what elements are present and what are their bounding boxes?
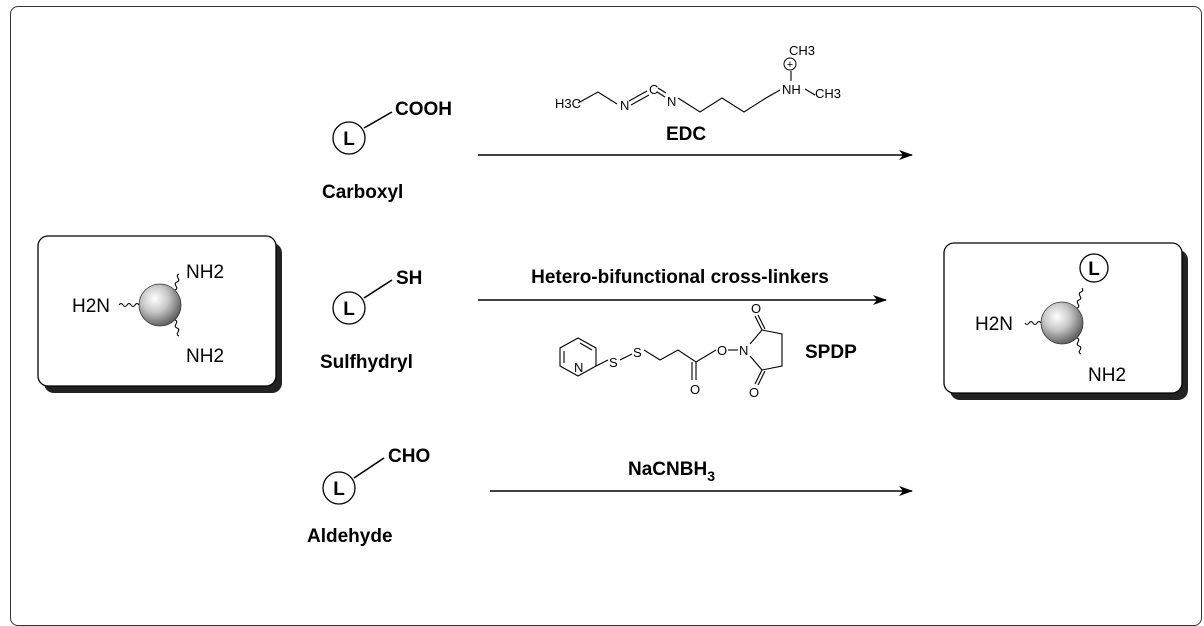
spdp-n-imide: N [739, 343, 748, 358]
edc-double-bond-a1 [628, 90, 648, 102]
edc-nh: NH [782, 82, 801, 97]
spdp-ring-inner-bond-2 [579, 342, 593, 351]
ligand-group: COOH [395, 99, 452, 120]
edc-ch3-right: CH3 [815, 86, 841, 101]
spdp-o-bottom: O [749, 385, 759, 400]
edc-propyl-bonds [677, 89, 781, 113]
spdp-imide-co-bottom-2 [757, 370, 766, 386]
ligand-bond [363, 279, 393, 299]
product-ligand-circle [1079, 253, 1109, 283]
nacnbh3-label: NaCNBH3 [628, 459, 715, 484]
ligand-name: Sulfhydryl [320, 352, 413, 373]
edc-structure: H3C N C N NH + CH3 CH3 EDC [555, 43, 841, 145]
spdp-ring-s-bond [595, 359, 609, 367]
ligand-name: Carboxyl [322, 182, 403, 203]
edc-positive-charge [783, 57, 797, 71]
product-wavy-bond-top [1076, 287, 1084, 309]
nanoparticle-sphere [138, 283, 182, 327]
product-nanoparticle-sphere [1040, 301, 1084, 345]
ligand-group: CHO [388, 446, 430, 467]
substrate-box: NH2 H2N NH2 [37, 235, 282, 393]
edc-label: EDC [666, 124, 706, 145]
wavy-bond-left [118, 302, 140, 308]
edc-n2: N [667, 94, 676, 109]
edc-double-bond-b1 [657, 87, 667, 94]
ligand-letter: L [333, 479, 345, 500]
spdp-structure: N S S O O N O O SPDP [559, 301, 857, 400]
spdp-s1: S [609, 355, 618, 370]
spdp-imide-co-top-2 [757, 314, 766, 330]
spdp-n-ring: N [574, 360, 583, 375]
ligand-circle [332, 121, 366, 155]
product-box: L H2N NH2 [943, 242, 1188, 400]
wavy-bond-top [174, 273, 180, 291]
substrate-bottom-group: NH2 [186, 346, 224, 367]
spdp-o-ester: O [717, 343, 727, 358]
spdp-pyridine-ring [559, 337, 597, 377]
ligand-name: Aldehyde [307, 526, 393, 547]
edc-plus-sign: + [787, 59, 793, 71]
ligand-circle [322, 471, 356, 505]
spdp-chain-bonds [643, 349, 717, 363]
product-ligand-letter: L [1088, 259, 1100, 280]
spdp-o-top: O [751, 301, 761, 316]
substrate-left-group: H2N [72, 296, 110, 317]
edc-ch3-top: CH3 [789, 43, 815, 58]
ligand-bond [363, 111, 393, 129]
product-bottom-group: NH2 [1088, 365, 1126, 386]
edc-double-bond-a2 [630, 94, 650, 106]
edc-methyl-bond-right [804, 88, 816, 96]
ligand-carboxyl: L COOH Carboxyl [322, 99, 452, 203]
spdp-ss-bond [619, 353, 633, 361]
product-wavy-bond-left [1024, 320, 1042, 326]
edc-n1: N [620, 98, 629, 113]
spdp-s2: S [633, 345, 642, 360]
spdp-succinimide-ring [749, 329, 783, 371]
spdp-imide-co-top-1 [754, 315, 763, 331]
edc-ethyl-bonds [577, 91, 618, 105]
ligand-letter: L [343, 129, 355, 150]
wavy-bond-bottom [174, 319, 180, 337]
ligand-aldehyde: L CHO Aldehyde [307, 446, 430, 547]
edc-c: C [649, 82, 658, 97]
substrate-top-group: NH2 [186, 262, 224, 283]
product-left-group: H2N [975, 314, 1013, 335]
ligand-circle [332, 291, 366, 325]
edc-h3c: H3C [555, 96, 581, 111]
ligand-bond [353, 457, 385, 479]
ligand-group: SH [396, 268, 422, 289]
ligand-letter: L [343, 299, 355, 320]
product-wavy-bond-bottom [1076, 337, 1082, 355]
crosslinker-label: Hetero-bifunctional cross-linkers [531, 267, 829, 288]
spdp-imide-co-bottom-1 [754, 369, 763, 385]
ligand-sulfhydryl: L SH Sulfhydryl [320, 268, 422, 373]
spdp-o-carbonyl: O [690, 382, 700, 397]
edc-double-bond-b2 [656, 91, 666, 98]
spdp-label: SPDP [805, 342, 857, 363]
